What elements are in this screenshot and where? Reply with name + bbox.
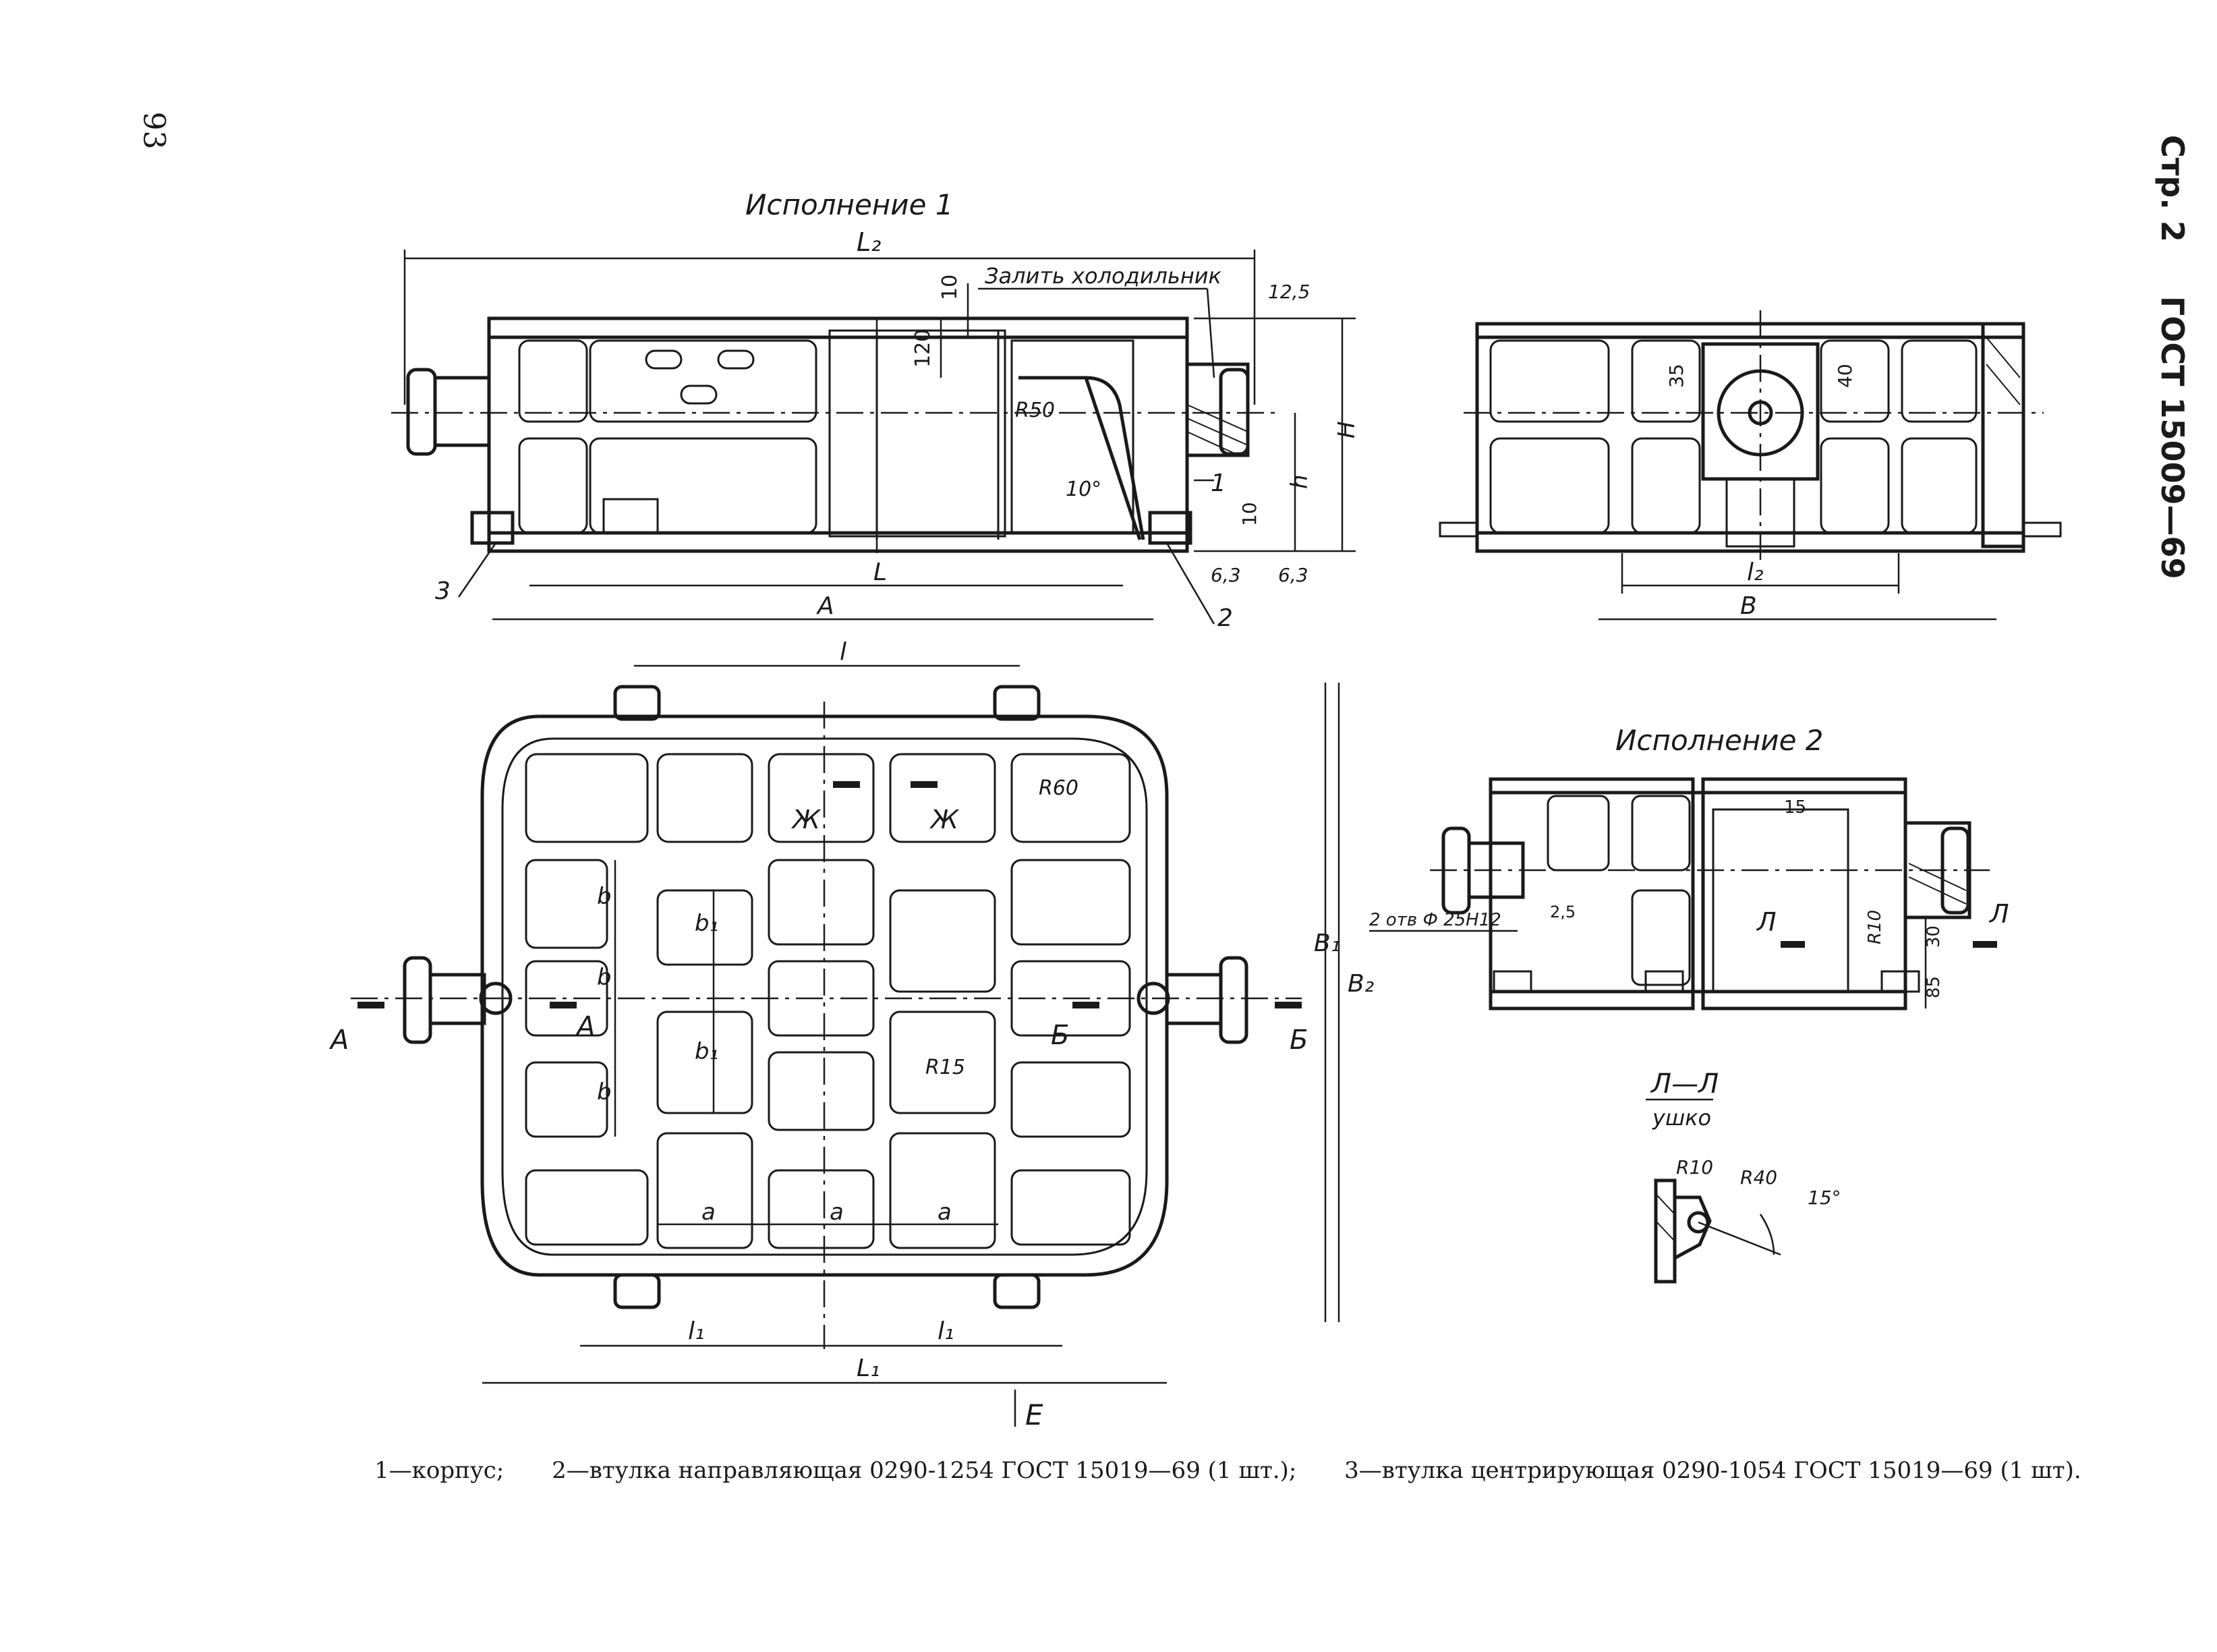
dim-b-2: b [597,964,612,991]
dim-l2: l₂ [1747,559,1763,586]
dim-H: H [1333,421,1360,438]
section-title: Л—Л [1650,1069,1719,1100]
standard-number: ГОСТ 15009—69 [2154,295,2191,579]
dim-a-1: a [701,1199,716,1226]
header-label: Стр. 2 ГОСТ 15009—69 [2154,135,2191,579]
dim-10-top: 10 [938,275,962,300]
side-view: 35 40 l₂ B [1439,310,2062,621]
dim-angle-10: 10° [1066,478,1101,501]
dim-R15: R15 [925,1056,965,1079]
dim-R10-v2: R10 [1865,910,1885,944]
legend-item-2: 2—втулка направляющая 0290-1254 ГОСТ 150… [552,1457,1297,1484]
section-A-left: А [328,1025,349,1056]
dim-B1: B₁ [1314,930,1340,957]
legend-item-3: 3—втулка центрирующая 0290-1054 ГОСТ 150… [1344,1457,2081,1484]
dim-b1-2: b₁ [695,1038,718,1065]
front-view-title: Исполнение 1 [745,188,953,221]
section-A-right: А [575,1011,595,1042]
section-B-right: Б [1290,1025,1308,1056]
dim-l1-right: l₁ [938,1317,954,1345]
dim-40: 40 [1834,364,1856,388]
dim-l: l [840,638,846,666]
page-label: Стр. 2 [2154,135,2191,242]
plan-view: l B₁ B₂ b b b b₁ b₁ a a a l₁ l₁ L₁ R60 R… [328,638,1374,1431]
dim-120: 120 [911,329,935,368]
section-Zh-right: Ж [929,805,960,834]
section-L-right: Л [1988,899,2009,929]
dim-B2: B₂ [1348,970,1374,998]
dim-b1-1: b₁ [695,910,718,937]
section-L-left: Л [1756,907,1777,937]
dim-a-3: a [938,1199,952,1226]
section-L-L: Л—Л ушко R10 R40 15° [1646,1069,1841,1284]
variant-2-view: Исполнение 2 2 отв Ф 25Н12 15 2,5 R10 30… [1369,724,2009,1010]
dim-R50: R50 [1015,399,1055,422]
plan-grid [525,753,1131,1249]
dim-R40: R40 [1740,1166,1777,1189]
dim-15: 15 [1784,797,1806,818]
dim-b-1: b [597,883,612,910]
dim-R60: R60 [1039,776,1078,800]
front-view: Исполнение 1 L₂ [391,188,1360,632]
callout-1: 1 [1211,469,1226,497]
callout-3: 3 [435,577,451,605]
roughness-6-3-b: 6,3 [1278,564,1308,586]
dim-10-bottom: 10 [1238,502,1261,526]
holes-note: 2 отв Ф 25Н12 [1369,910,1501,930]
dim-a-2: a [830,1199,844,1226]
page-number: 93 [136,111,171,150]
dim-angle-15: 15° [1808,1187,1841,1209]
dim-L2: L₂ [857,227,881,257]
variant-2-title: Исполнение 2 [1615,724,1823,757]
section-Zh-left: Ж [791,805,822,834]
section-subtitle: ушко [1652,1105,1711,1131]
dim-B: B [1740,592,1757,620]
dim-85: 85 [1924,976,1944,998]
section-B-left: Б [1051,1020,1069,1051]
parts-legend: 1—корпус; 2—втулка направляющая 0290-125… [374,1457,2122,1484]
note-fill-chill: Залить холодильник [985,263,1222,289]
dim-30: 30 [1924,925,1944,948]
roughness-12-5: 12,5 [1268,281,1310,303]
dim-R10-section: R10 [1676,1156,1713,1178]
legend-item-1: 1—корпус; [374,1457,505,1484]
dim-35: 35 [1665,364,1688,388]
dim-h: h [1286,474,1313,489]
dim-l1-left: l₁ [688,1317,704,1345]
dim-L: L [873,559,887,586]
dim-L1: L₁ [857,1355,880,1382]
view-E: Е [1025,1398,1043,1431]
callout-2: 2 [1217,604,1233,632]
dim-b-3: b [597,1079,612,1106]
dim-A: A [816,592,834,620]
dim-2-5: 2,5 [1550,903,1576,921]
roughness-6-3-a: 6,3 [1211,564,1241,586]
